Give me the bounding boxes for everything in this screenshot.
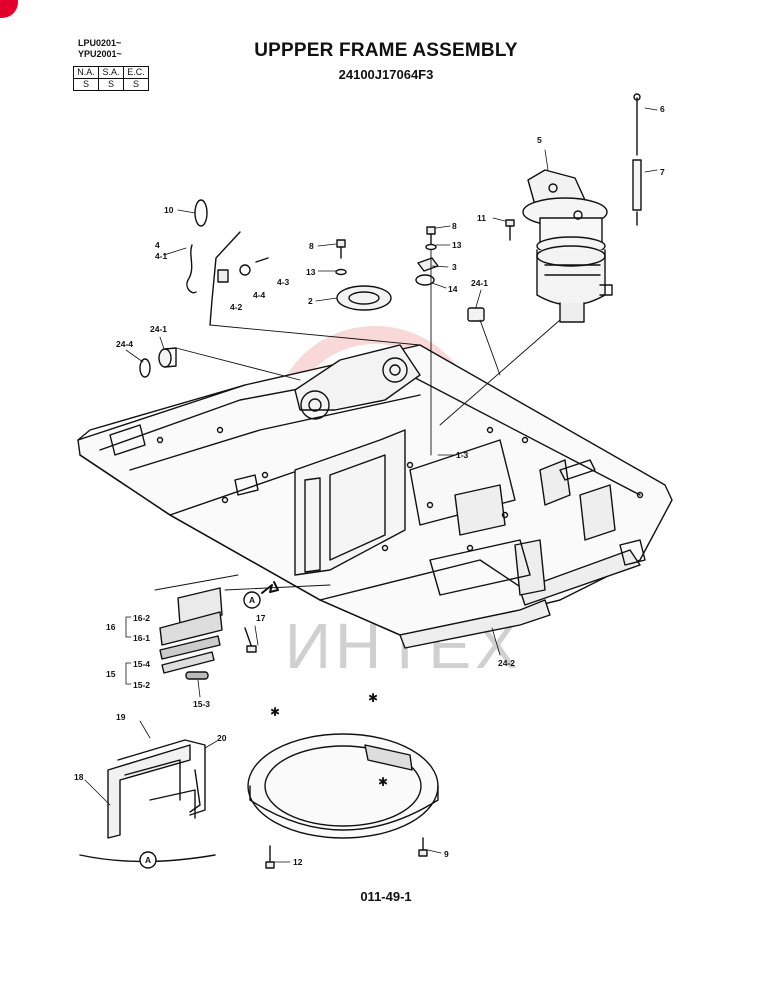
bolt-11 [505, 219, 515, 241]
label-14: 14 [448, 284, 458, 294]
model-code-1: LPU0201~ [78, 38, 122, 48]
bolt-17 [244, 627, 257, 653]
cover-plate-15 [159, 635, 221, 680]
applicability-table: N.A. S.A. E.C. S S S [73, 66, 149, 91]
plate-14 [415, 274, 435, 286]
label-10: 10 [164, 205, 174, 215]
label-13-right: 13 [452, 240, 462, 250]
fittings-4 [217, 257, 269, 283]
value-ec: S [123, 78, 149, 91]
label-5: 5 [537, 135, 542, 145]
label-9: 9 [444, 849, 449, 859]
ring-plate-2 [336, 285, 392, 311]
label-8-left: 8 [309, 241, 314, 251]
cover-plate-16 [159, 587, 223, 646]
label-star-3: ✱ [378, 775, 388, 789]
assembly-part-number: 24100J17064F3 [338, 67, 434, 82]
page-title: UPPPER FRAME ASSEMBLY [254, 40, 518, 61]
label-1-3: 1-3 [456, 450, 469, 460]
callout-brackets [125, 616, 132, 685]
label-15: 15 [106, 669, 116, 679]
label-24-1-right: 24-1 [471, 278, 488, 288]
label-19: 19 [116, 712, 126, 722]
bushing-24-1-right [467, 307, 485, 322]
upper-frame [77, 344, 673, 649]
model-range: LPU0201~ YPU2001~ [78, 38, 122, 60]
label-15-4: 15-4 [133, 659, 150, 669]
label-24-2: 24-2 [498, 658, 515, 668]
label-20: 20 [217, 733, 227, 743]
label-16: 16 [106, 622, 116, 632]
label-11: 11 [477, 213, 486, 223]
guard-assembly [79, 739, 216, 863]
label-2: 2 [308, 296, 313, 306]
label-6: 6 [660, 104, 665, 114]
label-view-a-top: A [249, 595, 255, 605]
bushing-24-1-left [158, 347, 177, 368]
label-4-4: 4-4 [253, 290, 266, 300]
label-4-2: 4-2 [230, 302, 243, 312]
label-13-left: 13 [306, 267, 316, 277]
label-15-3: 15-3 [193, 699, 210, 709]
label-star-1: ✱ [270, 705, 280, 719]
view-marker-a [139, 851, 157, 869]
view-arrow-a [243, 581, 279, 609]
label-18: 18 [74, 772, 84, 782]
label-24-4: 24-4 [116, 339, 133, 349]
bolt-9 [418, 837, 428, 857]
label-4-1: 4-1 [155, 251, 168, 261]
seal-24-4 [139, 358, 151, 378]
model-code-2: YPU2001~ [78, 49, 122, 59]
leader-lines [154, 249, 561, 591]
rod-4 [209, 231, 241, 326]
bolt-12 [265, 845, 275, 869]
label-4: 4 [155, 240, 160, 250]
o-ring-10 [194, 199, 208, 227]
label-15-2: 15-2 [133, 680, 150, 690]
label-star-2: ✱ [368, 691, 378, 705]
shim-3 [417, 257, 439, 272]
label-8-right: 8 [452, 221, 457, 231]
swing-bearing [247, 733, 439, 839]
label-view-a-bottom: A [145, 855, 151, 865]
hose-4 [186, 244, 197, 294]
label-16-1: 16-1 [133, 633, 150, 643]
label-24-1-left: 24-1 [150, 324, 167, 334]
label-16-2: 16-2 [133, 613, 150, 623]
label-12: 12 [293, 857, 303, 867]
label-17: 17 [256, 613, 266, 623]
swing-motor [522, 169, 613, 323]
page-code: 011-49-1 [360, 889, 412, 904]
level-gauge [632, 93, 642, 226]
bolt-8-right [425, 226, 437, 251]
bolt-8-left [335, 239, 347, 276]
label-7: 7 [660, 167, 665, 177]
label-4-3: 4-3 [277, 277, 290, 287]
label-3: 3 [452, 262, 457, 272]
